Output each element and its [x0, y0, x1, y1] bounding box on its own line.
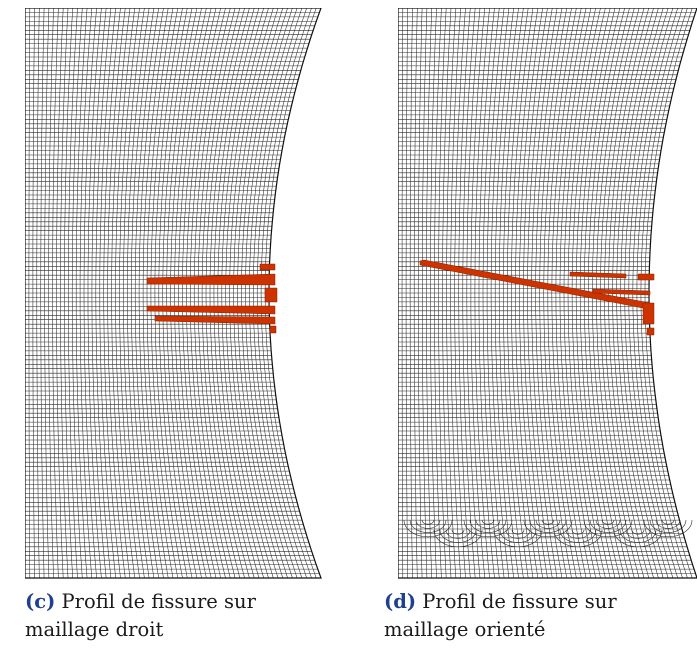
caption-c-line2: maillage droit	[25, 618, 164, 641]
crack-band-5	[642, 302, 655, 325]
crack-band-3	[146, 305, 276, 315]
crack-band-6	[646, 327, 655, 336]
caption-c: (c) Profil de fissure sur maillage droit	[25, 588, 337, 644]
mesh-panel-straight	[25, 8, 325, 580]
caption-c-line1: Profil de fissure sur	[61, 590, 256, 613]
mesh-lines	[398, 8, 697, 579]
mesh-panel-oriented	[398, 8, 697, 580]
crack-band-5	[264, 287, 278, 303]
caption-d: (d) Profil de fissure sur maillage orien…	[384, 588, 697, 644]
crack-band-4	[154, 315, 276, 325]
caption-d-line2: maillage orienté	[384, 618, 546, 641]
crack-band-4	[637, 273, 655, 281]
crack-band-3	[592, 288, 651, 296]
mesh-figure-d	[398, 8, 697, 579]
subfigure-label-d: (d)	[384, 590, 417, 613]
crack-band-2	[259, 263, 276, 271]
crack-band-1	[146, 273, 276, 286]
mesh-grid	[398, 8, 697, 579]
subfigure-label-c: (c)	[25, 590, 56, 613]
mesh-figure-c	[25, 8, 322, 579]
caption-d-line1: Profil de fissure sur	[422, 590, 617, 613]
crack-profile	[419, 259, 655, 336]
distorted-mesh-zone	[403, 519, 693, 548]
mesh-grid	[25, 8, 322, 579]
mesh-lines	[25, 8, 322, 579]
specimen-outline	[398, 8, 697, 579]
crack-profile	[146, 263, 278, 334]
crack-band-6	[269, 325, 277, 334]
crack-band-2	[569, 271, 627, 279]
